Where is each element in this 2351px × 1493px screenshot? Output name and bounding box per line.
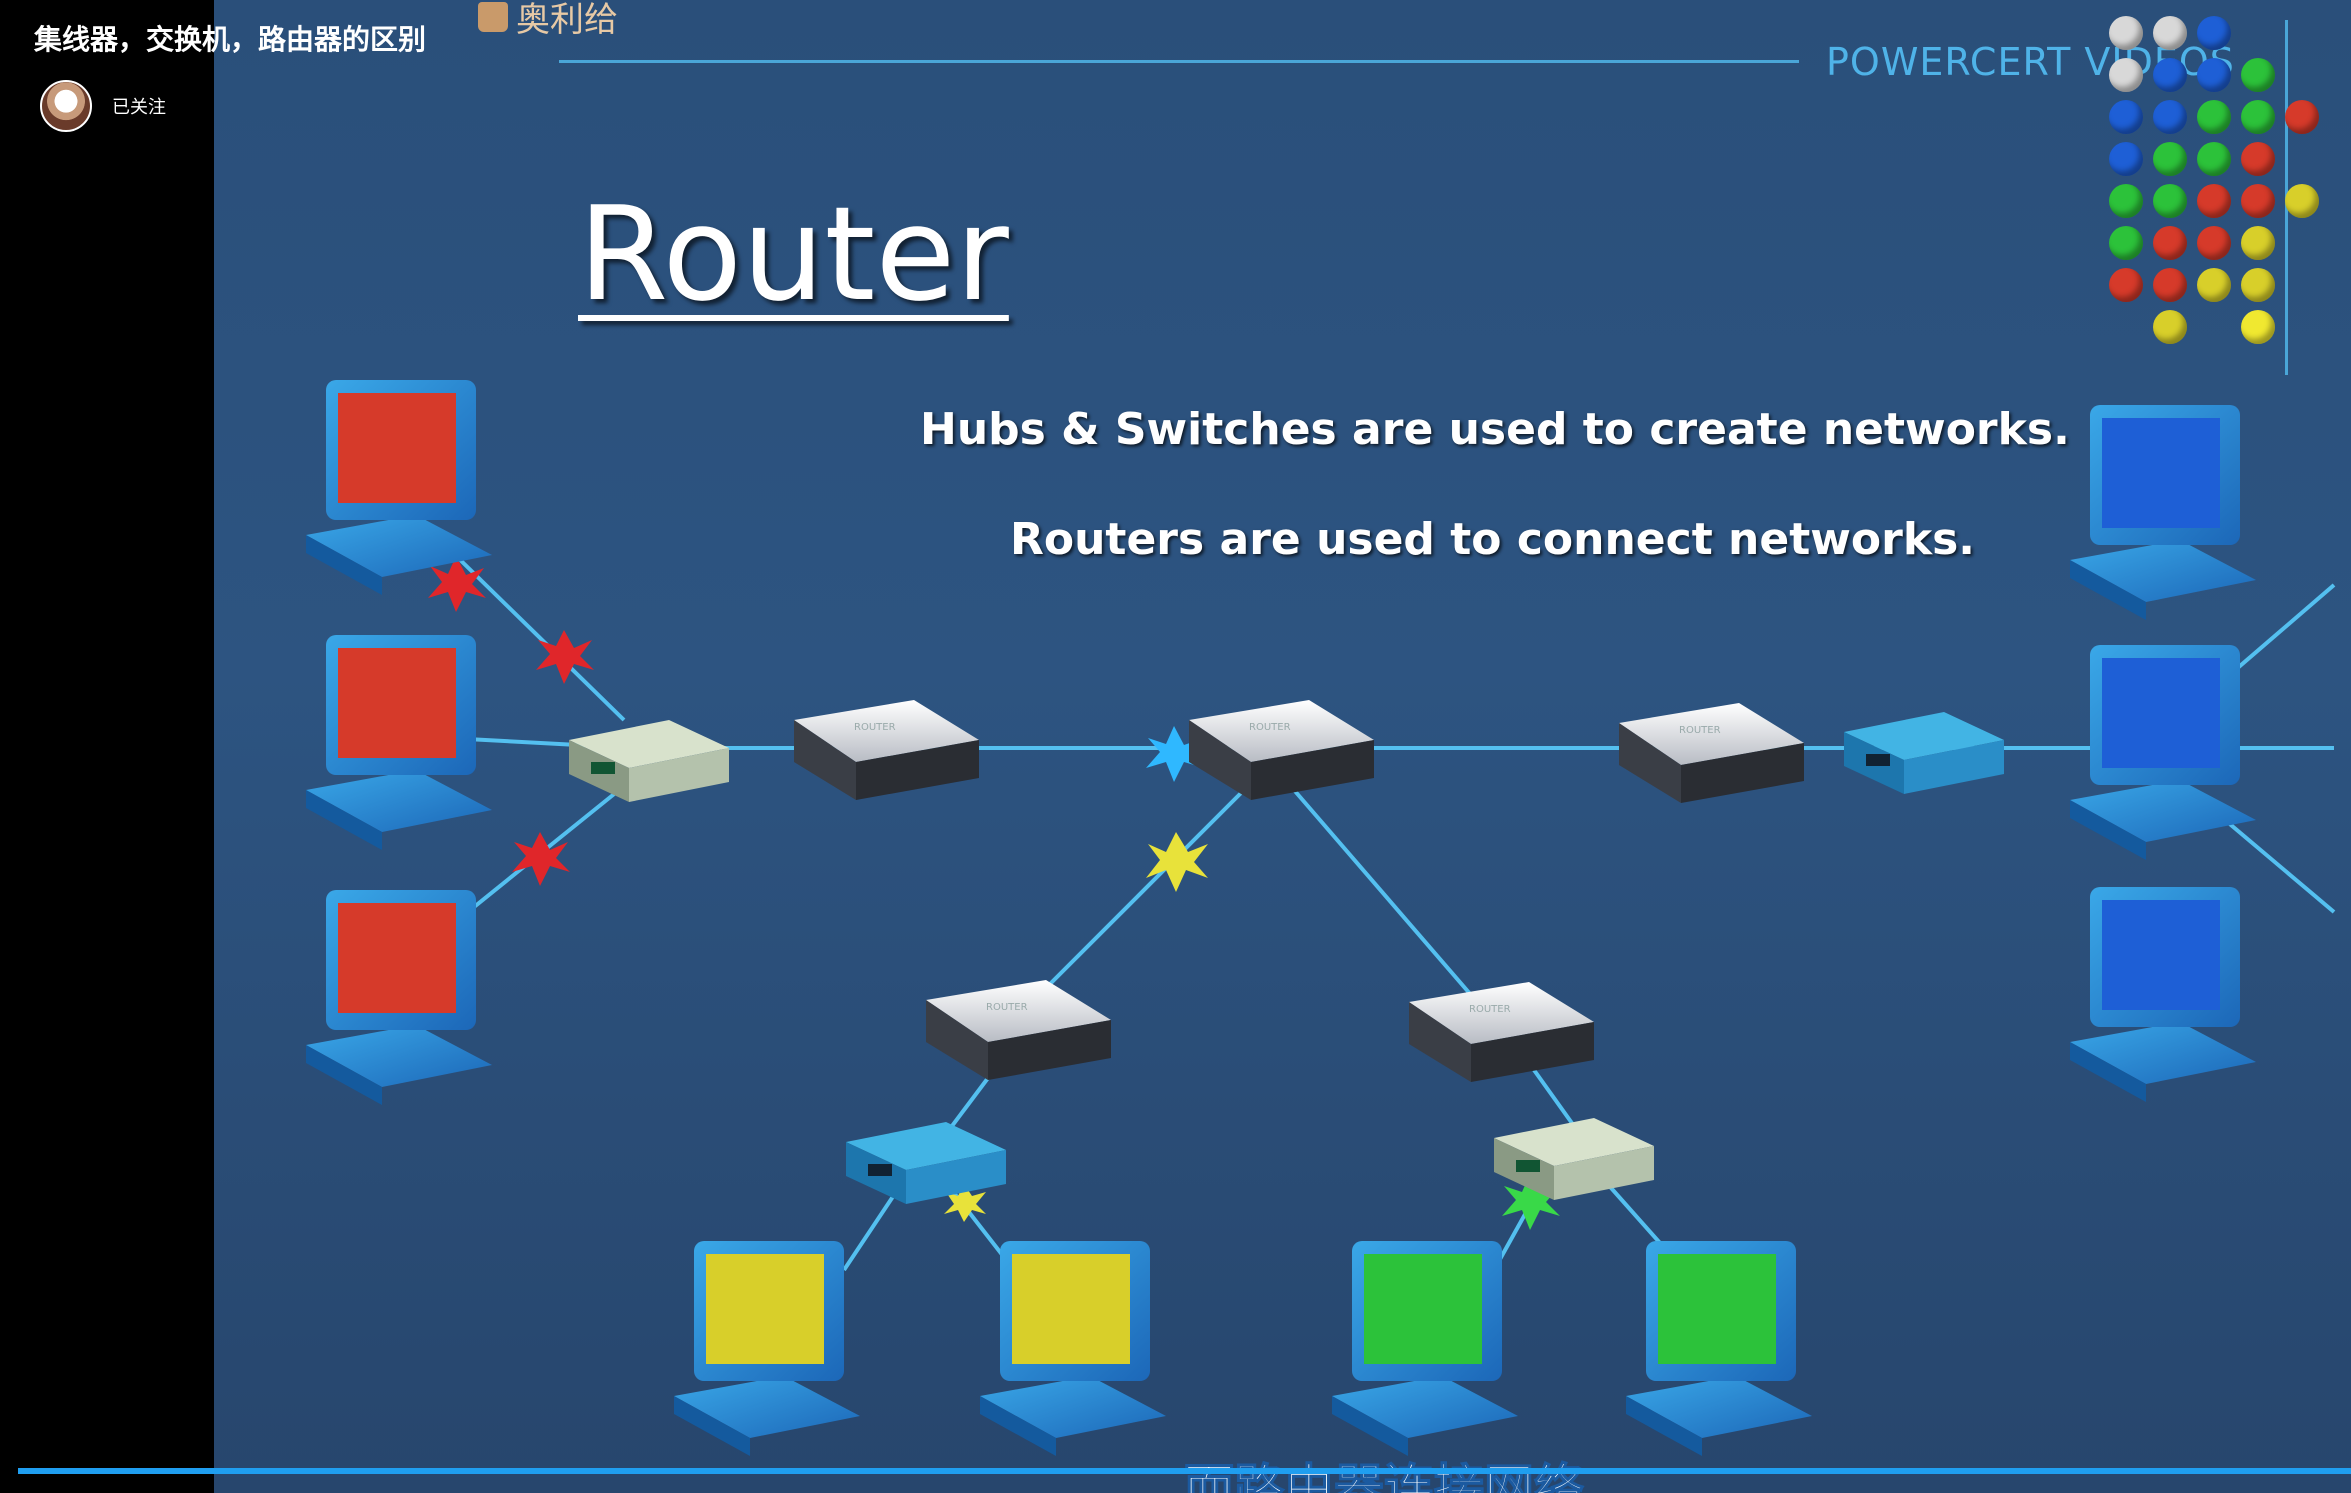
svg-text:ROUTER: ROUTER [854,722,896,733]
video-progress-bar[interactable] [18,1468,2351,1474]
follow-status[interactable]: 已关注 [112,97,166,118]
left-sidebar [0,0,214,1493]
like-label: 奥利给 [516,0,618,40]
header-rule [559,60,1799,63]
svg-text:ROUTER: ROUTER [1679,725,1721,736]
svg-text:ROUTER: ROUTER [1249,722,1291,733]
computer-icon [306,380,2256,1456]
collision-icon [428,556,1560,1230]
avatar[interactable] [40,80,92,132]
svg-text:ROUTER: ROUTER [986,1002,1028,1013]
video-title: 集线器，交换机，路由器的区别 [34,23,427,56]
like-thumb-icon [478,1,508,32]
network-links [446,546,2336,1272]
hub-icon [569,712,2004,1204]
slide-text-routers: Routers are used to connect networks. [1010,514,1975,565]
network-diagram: ROUTER ROUTER ROUTER ROUTER ROUTER [306,380,2336,1456]
uploader-info: 已关注 [40,80,166,132]
slide-heading: Router [578,178,1009,330]
svg-text:ROUTER: ROUTER [1469,1004,1511,1015]
slide-text-hubs: Hubs & Switches are used to create netwo… [920,404,2070,455]
like-button[interactable]: 奥利给 [478,0,618,41]
video-player[interactable]: ROUTER ROUTER ROUTER ROUTER ROUTER [214,0,2351,1493]
router-icon: ROUTER ROUTER ROUTER ROUTER ROUTER [794,700,1804,1082]
video-subtitle: 而路由器连接网络 [1183,1458,1586,1493]
